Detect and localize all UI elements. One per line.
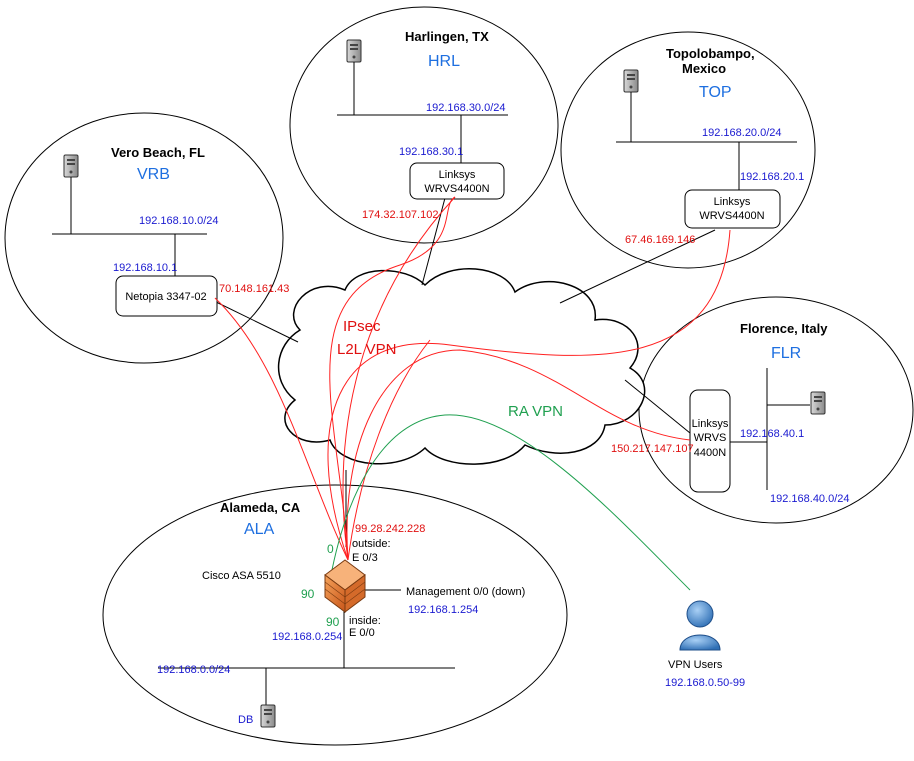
- server-icon-db: [260, 704, 276, 728]
- management-ip: 192.168.1.254: [408, 604, 478, 616]
- router-label-florence-3: 4400N: [694, 447, 726, 459]
- cloud-ra-vpn-label: RA VPN: [508, 403, 563, 420]
- firewall-name: Cisco ASA 5510: [202, 570, 281, 582]
- lan-subnet-vero-beach: 192.168.10.0/24: [139, 215, 219, 227]
- router-topolobampo: [684, 189, 781, 229]
- site-name-florence: Florence, Italy: [740, 321, 828, 336]
- security-level-outside: 0: [327, 542, 334, 556]
- server-icon-vero-beach: [63, 154, 79, 178]
- site-boundary-florence: [638, 296, 914, 524]
- ra-vpn-tunnel: [329, 414, 691, 591]
- link-florence-cloud: [624, 379, 691, 434]
- site-code-topolobampo: TOP: [699, 84, 732, 101]
- site-name-topolobampo-1: Topolobampo,: [666, 46, 755, 61]
- tunnel-alameda-cloud: [347, 339, 431, 561]
- link-vero-beach-cloud: [211, 299, 299, 343]
- router-label-vero-beach: Netopia 3347-02: [125, 291, 206, 303]
- gateway-ip-harlingen: 192.168.30.1: [399, 146, 463, 158]
- cloud-ipsec-label-1: IPsec: [343, 318, 381, 335]
- lan-subnet-topolobampo: 192.168.20.0/24: [702, 127, 782, 139]
- router-label-topolobampo-2: WRVS4400N: [699, 210, 764, 222]
- lan-subnet-florence: 192.168.40.0/24: [770, 493, 850, 505]
- tunnel-alameda-topolobampo: [327, 229, 731, 561]
- wan-ip-topolobampo: 67.46.169.146: [625, 234, 695, 246]
- site-code-alameda: ALA: [244, 521, 275, 538]
- vpn-users-label: VPN Users: [668, 659, 723, 671]
- wan-ip-florence: 150.217.147.107: [611, 443, 694, 455]
- router-label-harlingen-2: WRVS4400N: [424, 183, 489, 195]
- security-level-management: 90: [301, 587, 315, 601]
- site-name-harlingen: Harlingen, TX: [405, 29, 489, 44]
- server-icon-florence: [810, 391, 826, 415]
- inside-interface-1: inside:: [349, 615, 381, 627]
- site-code-florence: FLR: [771, 345, 801, 362]
- outside-ip-alameda: 99.28.242.228: [355, 523, 425, 535]
- site-code-vero-beach: VRB: [137, 166, 170, 183]
- vpn-users-icon: [679, 600, 721, 651]
- gateway-ip-topolobampo: 192.168.20.1: [740, 171, 804, 183]
- gateway-ip-vero-beach: 192.168.10.1: [113, 262, 177, 274]
- router-label-florence-1: Linksys: [692, 418, 729, 430]
- server-icon-topolobampo: [623, 69, 639, 93]
- site-name-alameda: Alameda, CA: [220, 500, 301, 515]
- outside-interface-1: outside:: [352, 538, 391, 550]
- wan-ip-vero-beach: 70.148.161.43: [219, 283, 289, 295]
- router-harlingen: [409, 162, 505, 200]
- inside-interface-2: E 0/0: [349, 627, 375, 639]
- gateway-ip-florence: 192.168.40.1: [740, 428, 804, 440]
- site-boundary-topolobampo: [560, 31, 816, 269]
- wan-ip-harlingen: 174.32.107.102: [362, 209, 438, 221]
- internet-cloud: [278, 268, 646, 465]
- inside-ip-alameda: 192.168.0.254: [272, 631, 342, 643]
- server-label-db: DB: [238, 714, 253, 726]
- server-icon-harlingen: [346, 39, 362, 63]
- vpn-users-pool: 192.168.0.50-99: [665, 677, 745, 689]
- lan-subnet-harlingen: 192.168.30.0/24: [426, 102, 506, 114]
- router-label-topolobampo-1: Linksys: [714, 196, 751, 208]
- router-florence: [689, 389, 731, 493]
- site-code-harlingen: HRL: [428, 53, 460, 70]
- tunnel-alameda-vero-beach: [214, 297, 349, 561]
- router-label-harlingen-1: Linksys: [439, 169, 476, 181]
- firewall-icon: [324, 559, 366, 613]
- tunnel-alameda-harlingen-2: [329, 196, 456, 561]
- tunnel-alameda-florence: [346, 349, 691, 561]
- outside-interface-2: E 0/3: [352, 552, 378, 564]
- cloud-ipsec-label-2: L2L VPN: [337, 341, 396, 358]
- router-vero-beach: [115, 275, 218, 317]
- management-interface: Management 0/0 (down): [406, 586, 525, 598]
- site-boundary-harlingen: [289, 6, 559, 244]
- site-boundary-vero-beach: [4, 112, 284, 364]
- lan-subnet-alameda: 192.168.0.0/24: [157, 664, 230, 676]
- site-name-topolobampo-2: Mexico: [682, 61, 726, 76]
- site-name-vero-beach: Vero Beach, FL: [111, 145, 205, 160]
- site-boundary-alameda: [102, 484, 568, 746]
- router-label-florence-2: WRVS: [694, 432, 727, 444]
- link-topolobampo-cloud: [559, 229, 716, 304]
- security-level-inside: 90: [326, 615, 340, 629]
